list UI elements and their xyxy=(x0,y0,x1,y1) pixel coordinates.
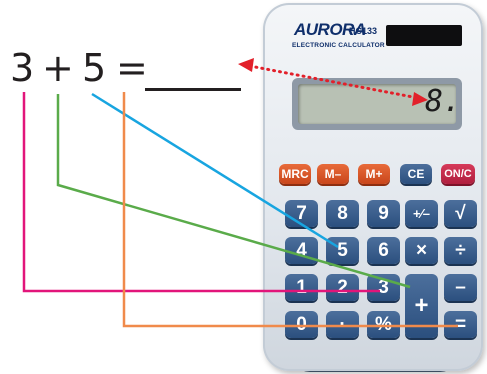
plus-minus-key[interactable]: +⁄– xyxy=(405,200,438,227)
multiply-key[interactable]: × xyxy=(405,237,438,264)
equation-plus-sign: + xyxy=(42,46,74,90)
calculator-brand: AURORA xyxy=(294,20,366,39)
key-3[interactable]: 3 xyxy=(367,274,400,301)
key-1[interactable]: 1 xyxy=(285,274,318,301)
answer-blank-line xyxy=(145,88,241,91)
plus-key[interactable]: + xyxy=(405,274,438,338)
m-plus-key[interactable]: M+ xyxy=(358,164,390,184)
equals-key[interactable]: = xyxy=(444,311,477,338)
on-clear-key[interactable]: ON/C xyxy=(441,164,475,184)
display-readout: 8. xyxy=(425,84,462,119)
calculator-model: HC133 xyxy=(349,26,378,36)
equation-equals-sign: = xyxy=(116,46,148,90)
key-0[interactable]: 0 xyxy=(285,311,318,338)
solar-panel xyxy=(386,25,462,46)
mrc-key[interactable]: MRC xyxy=(279,164,311,184)
m-minus-key[interactable]: M– xyxy=(317,164,349,184)
percent-key[interactable]: % xyxy=(367,311,400,338)
key-7[interactable]: 7 xyxy=(285,200,318,227)
square-root-key[interactable]: √ xyxy=(444,200,477,227)
key-9[interactable]: 9 xyxy=(367,200,400,227)
key-4[interactable]: 4 xyxy=(285,237,318,264)
equation-operand-a: 3 xyxy=(10,46,35,90)
decimal-key[interactable]: · xyxy=(326,311,359,338)
key-8[interactable]: 8 xyxy=(326,200,359,227)
calculator-subtitle: ELECTRONIC CALCULATOR xyxy=(292,42,385,49)
key-6[interactable]: 6 xyxy=(367,237,400,264)
minus-key[interactable]: – xyxy=(444,274,477,301)
arrowhead-left xyxy=(238,58,254,72)
equation-operand-b: 5 xyxy=(82,46,107,90)
divide-key[interactable]: ÷ xyxy=(444,237,477,264)
key-2[interactable]: 2 xyxy=(326,274,359,301)
ce-key[interactable]: CE xyxy=(400,164,432,184)
key-5[interactable]: 5 xyxy=(326,237,359,264)
